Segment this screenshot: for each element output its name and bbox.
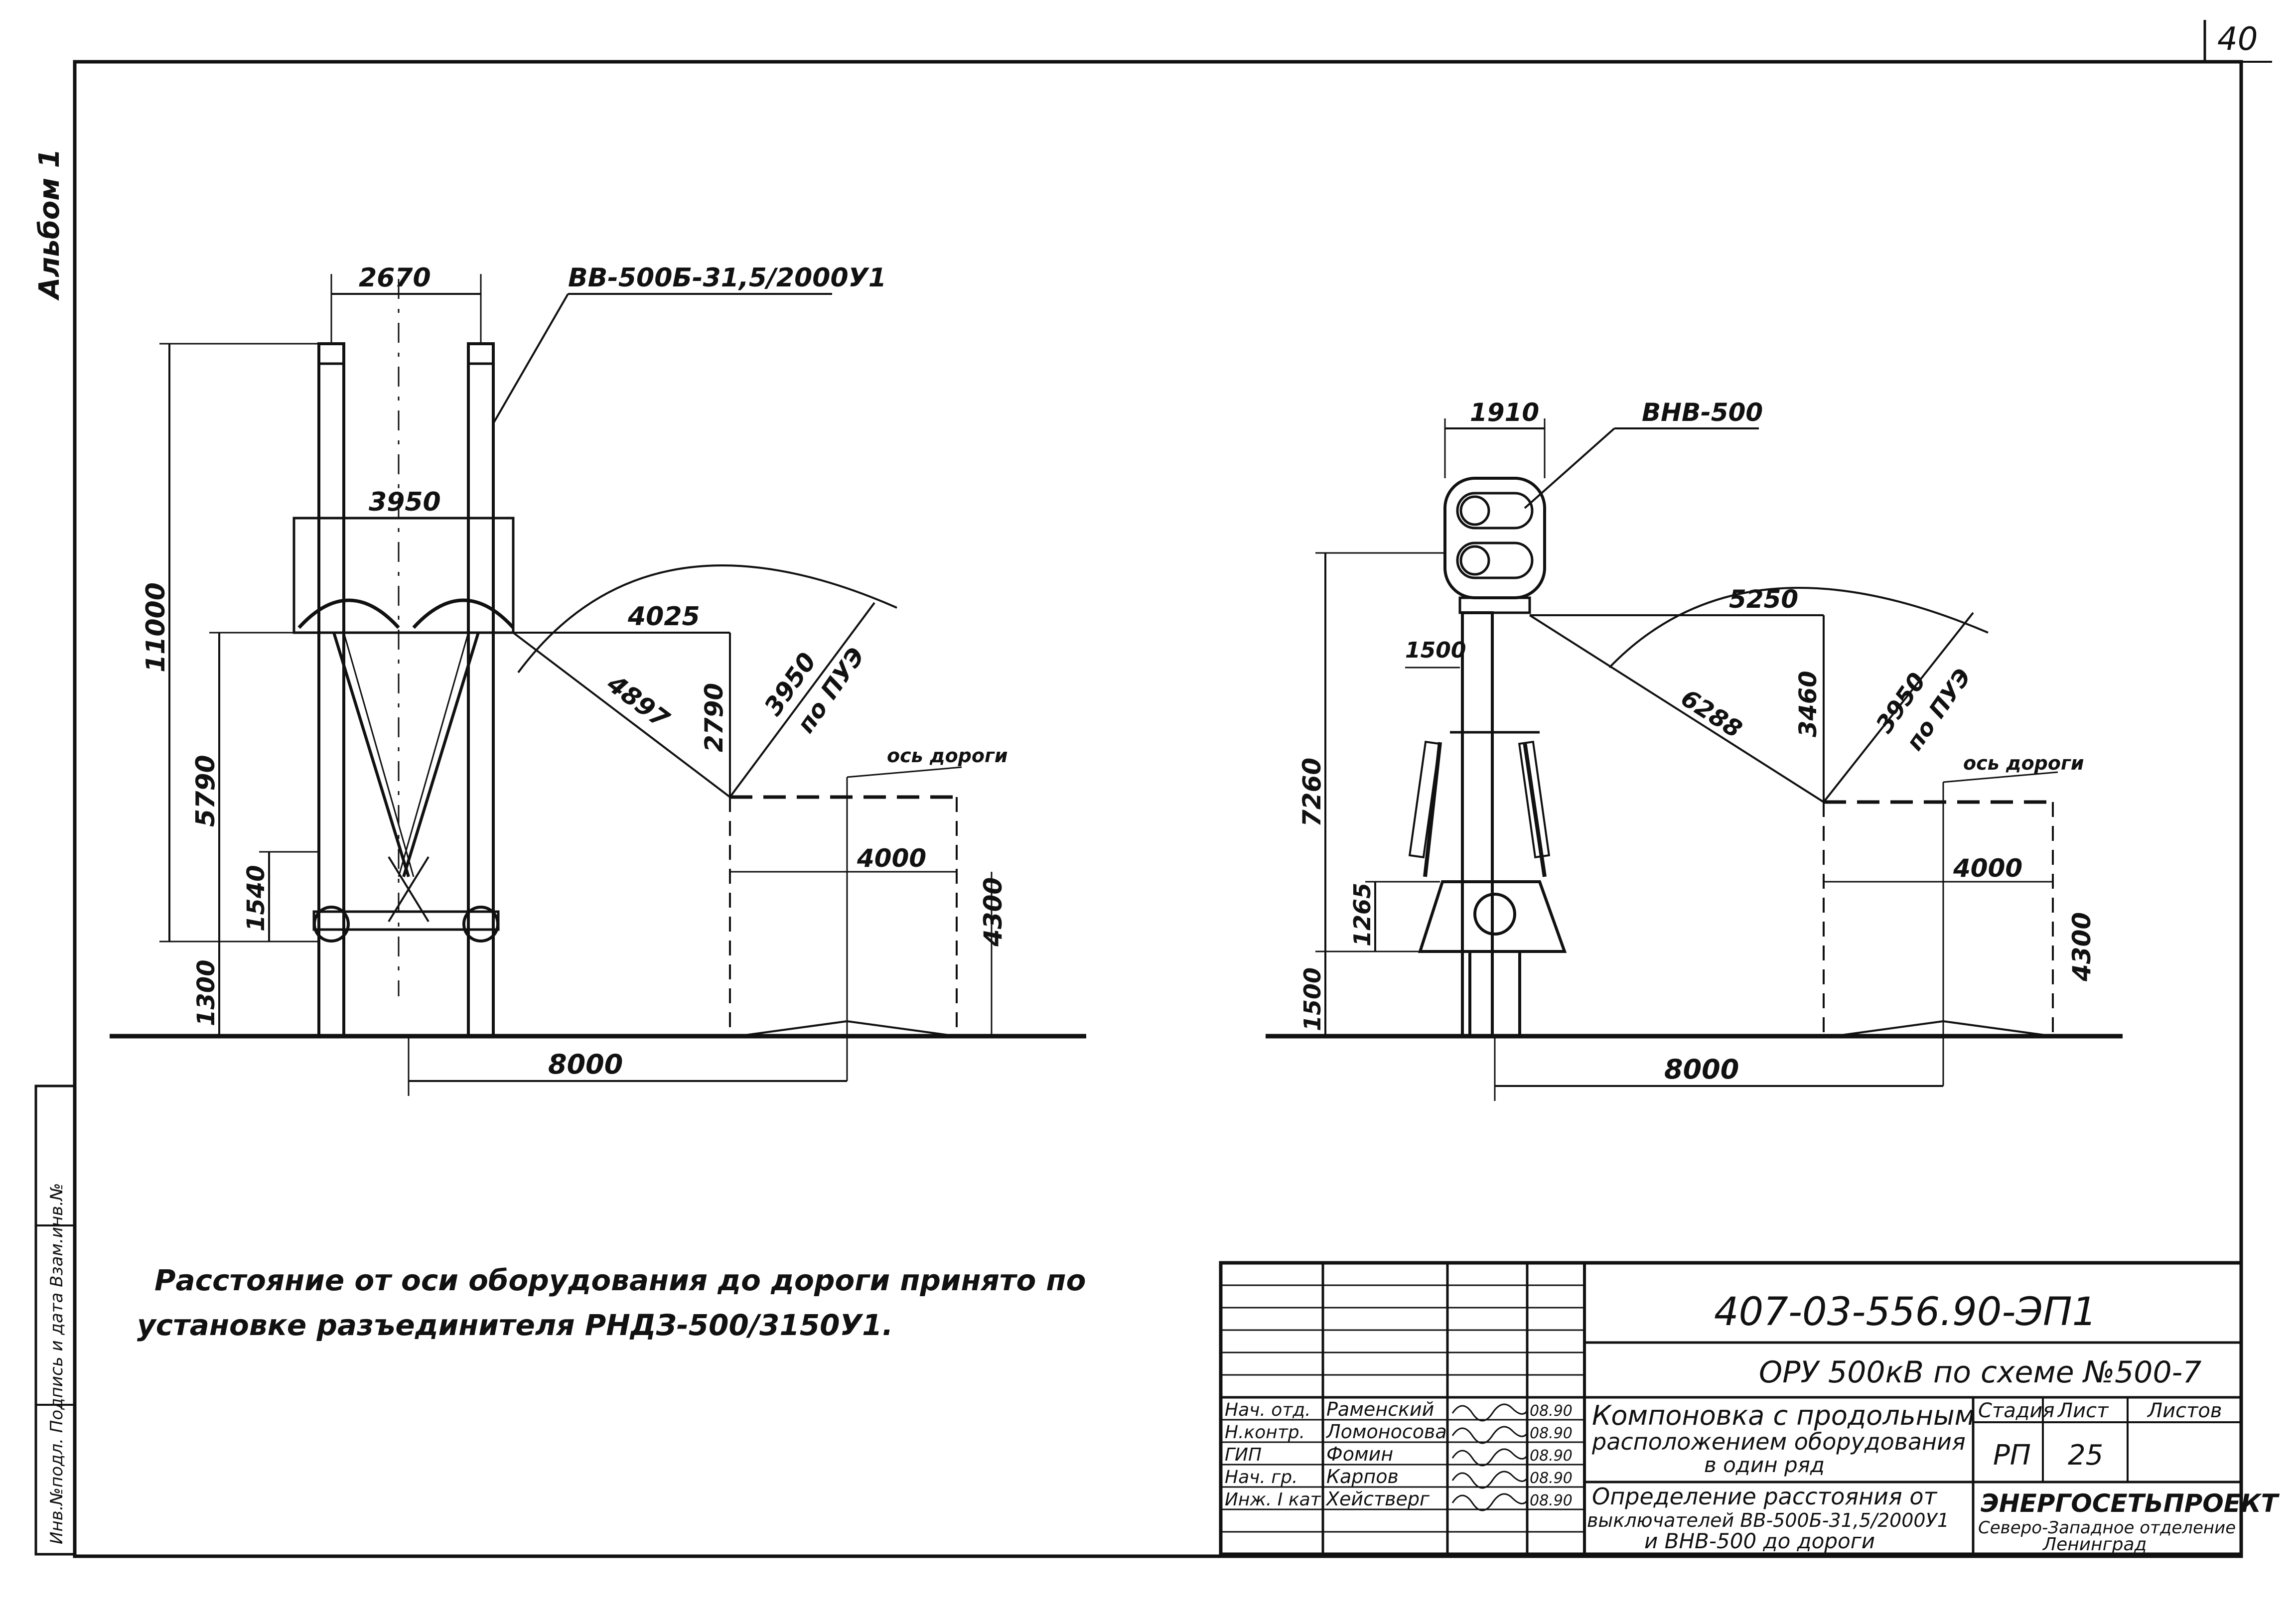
drawing-title-1: Компоновка с продольным [1592,1400,1975,1431]
dim-road-width: 4000 [857,844,926,873]
dim-road-height-right: 4300 [2067,912,2096,982]
signature-name: Хействерг [1325,1488,1430,1510]
signature-name: Карпов [1326,1466,1399,1487]
title-block: 407-03-556.90-ЭП1 ОРУ 500кВ по схеме №50… [1219,1261,2280,1556]
dim-height-mid-right: 1265 [1349,883,1376,946]
album-label: Альбом 1 [33,148,66,301]
dim-height-mid: 1540 [242,865,270,932]
signature-name: Фомин [1326,1443,1393,1465]
inventory-stamp-label: Инв.№подл. Подпись и дата Взам.инв.№ [47,1183,67,1544]
sheet-title-1: Определение расстояния от [1592,1483,1937,1510]
dim-height-base-right: 1500 [1299,967,1326,1031]
stage-value: РП [1993,1439,2031,1472]
object-title: ОРУ 500кВ по схеме №500-7 [1759,1355,2201,1390]
signature-role: Нач. гр. [1225,1467,1298,1487]
dim-distance-to-road: 8000 [548,1049,623,1080]
signature-date: 08.90 [1530,1425,1573,1442]
dim-road-height: 4300 [979,877,1007,947]
dim-height-total-right: 7260 [1297,758,1326,827]
dim-mid-width: 3950 [369,487,441,517]
dim-vertical-right: 3460 [1794,671,1822,737]
doc-code: 407-03-556.90-ЭП1 [1714,1290,2097,1335]
drawing-title-3: в один ряд [1704,1453,1825,1477]
dim-height-total: 11000 [141,582,171,673]
dim-distance-to-road-right: 8000 [1664,1054,1739,1085]
left-drawing: ВВ-500Б-31,5/2000У1 2670 3950 11000 5790… [110,263,1086,1096]
dim-top-width: 2670 [359,263,431,293]
inventory-stamp [34,1084,76,1556]
org-name: ЭНЕРГОСЕТЬПРОЕКТ [1981,1489,2280,1518]
org-branch: Северо-Западное отделение [1978,1518,2236,1538]
signature-date: 08.90 [1530,1402,1573,1420]
signature-role: Инж. I кат. [1225,1489,1326,1510]
dim-horizontal: 4025 [627,602,700,632]
signature-date: 08.90 [1530,1492,1573,1509]
equipment-label-vnv500: ВНВ-500 [1642,398,1763,427]
signature-mark [1451,1426,1528,1444]
signature-mark [1451,1493,1528,1511]
breaker-vnv500-icon [1408,477,1567,1038]
road-axis-label: ось дороги [887,745,1007,767]
dim-road-width-right: 4000 [1953,854,2022,883]
equipment-label-vv500: ВВ-500Б-31,5/2000У1 [568,263,886,293]
road-axis-label-right: ось дороги [1963,752,2084,774]
signature-role: Н.контр. [1225,1422,1305,1443]
sheet-number: 25 [2068,1439,2103,1472]
signature-mark [1451,1471,1528,1489]
signature-name: Ломоносова [1325,1421,1447,1443]
drawing-title-2: расположением оборудования [1591,1428,1966,1455]
signature-name: Раменский [1326,1398,1434,1420]
signature-date: 08.90 [1530,1447,1573,1465]
dim-height-upper: 5790 [191,755,221,827]
dim-diagonal-right: 6288 [1676,684,1747,744]
signature-role: Нач. отд. [1225,1400,1311,1420]
breaker-vv500-icon [292,279,515,1038]
signature-date: 08.90 [1530,1470,1573,1487]
sheet-title-3: и ВНВ-500 до дороги [1644,1529,1875,1553]
signature-role: ГИП [1225,1445,1262,1465]
note-line-1: Расстояние от оси оборудования до дороги… [154,1263,1086,1297]
right-drawing: ВНВ-500 1910 7260 1500 1265 1500 5250 62… [1266,398,2123,1101]
dim-diagonal: 4897 [601,669,675,734]
signature-mark [1451,1448,1528,1467]
dim-height-base: 1300 [192,959,220,1026]
sheet-frame [73,60,2243,1558]
sheet-header: Лист [2057,1399,2109,1422]
sheet-title-2: выключателей ВВ-500Б-31,5/2000У1 [1587,1509,1949,1531]
dim-top-width-right: 1910 [1470,398,1539,427]
dim-vertical: 2790 [700,683,728,752]
page-number: 40 [2217,21,2258,58]
sheets-header: Листов [2147,1399,2222,1422]
signature-mark [1451,1403,1528,1422]
stage-header: Стадия [1978,1399,2054,1422]
dim-height-upper-right: 1500 [1405,638,1466,663]
note-line-2: установке разъединителя РНДЗ-500/3150У1. [137,1308,893,1342]
org-city: Ленинград [2042,1534,2147,1555]
